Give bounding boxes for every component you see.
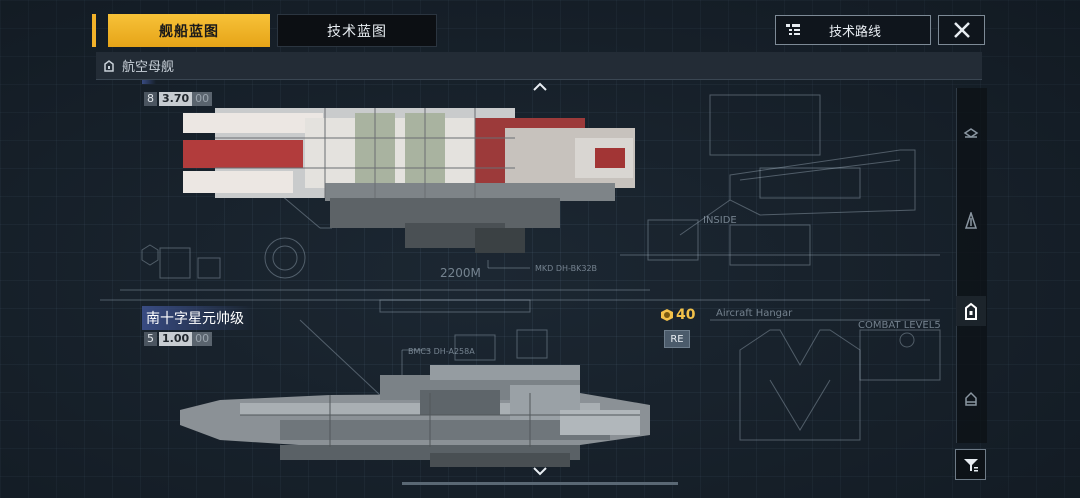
filter-icon <box>963 458 978 471</box>
ship-1-module-label: MKD DH-BK32B <box>535 264 598 273</box>
ship-class-sidebar <box>956 88 987 443</box>
ship-2-cost-value: 40 <box>676 307 696 323</box>
ship-2-stat-value: 1.00 <box>159 332 193 346</box>
tab-accent-marker <box>92 14 96 47</box>
filter-button[interactable] <box>955 449 986 480</box>
tech-route-label: 技术路线 <box>828 24 881 40</box>
ship-1-stat-prefix: 8 <box>144 92 157 106</box>
ship-2-stat-suffix: 00 <box>192 332 213 346</box>
ship-2-name: 南十字星元帅级 <box>142 306 254 330</box>
ship-2-stat: 5 1.00 00 <box>144 332 213 346</box>
sidebar-item-battleship[interactable] <box>956 384 986 414</box>
ship-2-badge: RE <box>664 330 690 348</box>
ship-2-module-label: BMC3 DH-A258A <box>408 347 475 356</box>
coin-icon <box>661 309 673 321</box>
ship-2-image[interactable] <box>180 365 660 475</box>
ship-1-stat: 8 3.70 00 <box>144 92 213 106</box>
close-button[interactable] <box>938 15 985 45</box>
ship-1-image[interactable] <box>175 88 645 268</box>
ship-2-cost: 40 <box>660 307 695 323</box>
ship-1-length: 2200M <box>440 266 481 280</box>
battleship-class-icon <box>965 391 977 406</box>
tab-tech-blueprint[interactable]: 技术蓝图 <box>277 14 437 47</box>
carrier-category-icon <box>104 59 114 72</box>
close-icon <box>953 22 970 38</box>
ship-1-stat-suffix: 00 <box>192 92 213 106</box>
scroll-up-icon[interactable] <box>532 80 548 92</box>
scroll-down-icon[interactable] <box>532 466 548 478</box>
ship-1-stat-value: 3.70 <box>159 92 193 106</box>
blueprint-label-hangar: Aircraft Hangar <box>716 308 793 319</box>
sidebar-item-frigate[interactable] <box>956 117 986 147</box>
frigate-class-icon <box>963 128 979 138</box>
tab-ship-blueprint[interactable]: 舰船蓝图 <box>108 14 270 47</box>
carrier-class-icon <box>965 302 977 320</box>
category-bar: 航空母舰 <box>96 52 982 80</box>
tech-tree-icon <box>786 24 800 35</box>
destroyer-class-icon <box>964 212 978 229</box>
tech-route-button[interactable]: 技术路线 <box>775 15 931 45</box>
sidebar-item-carrier[interactable] <box>956 296 986 326</box>
blueprint-label-inside: INSIDE <box>703 215 737 226</box>
horizontal-scrollbar[interactable] <box>402 482 678 485</box>
ship-2-stat-prefix: 5 <box>144 332 157 346</box>
category-label: 航空母舰 <box>122 60 175 75</box>
sidebar-item-destroyer[interactable] <box>956 206 986 236</box>
blueprint-label-combat: COMBAT LEVEL5 <box>858 320 941 331</box>
